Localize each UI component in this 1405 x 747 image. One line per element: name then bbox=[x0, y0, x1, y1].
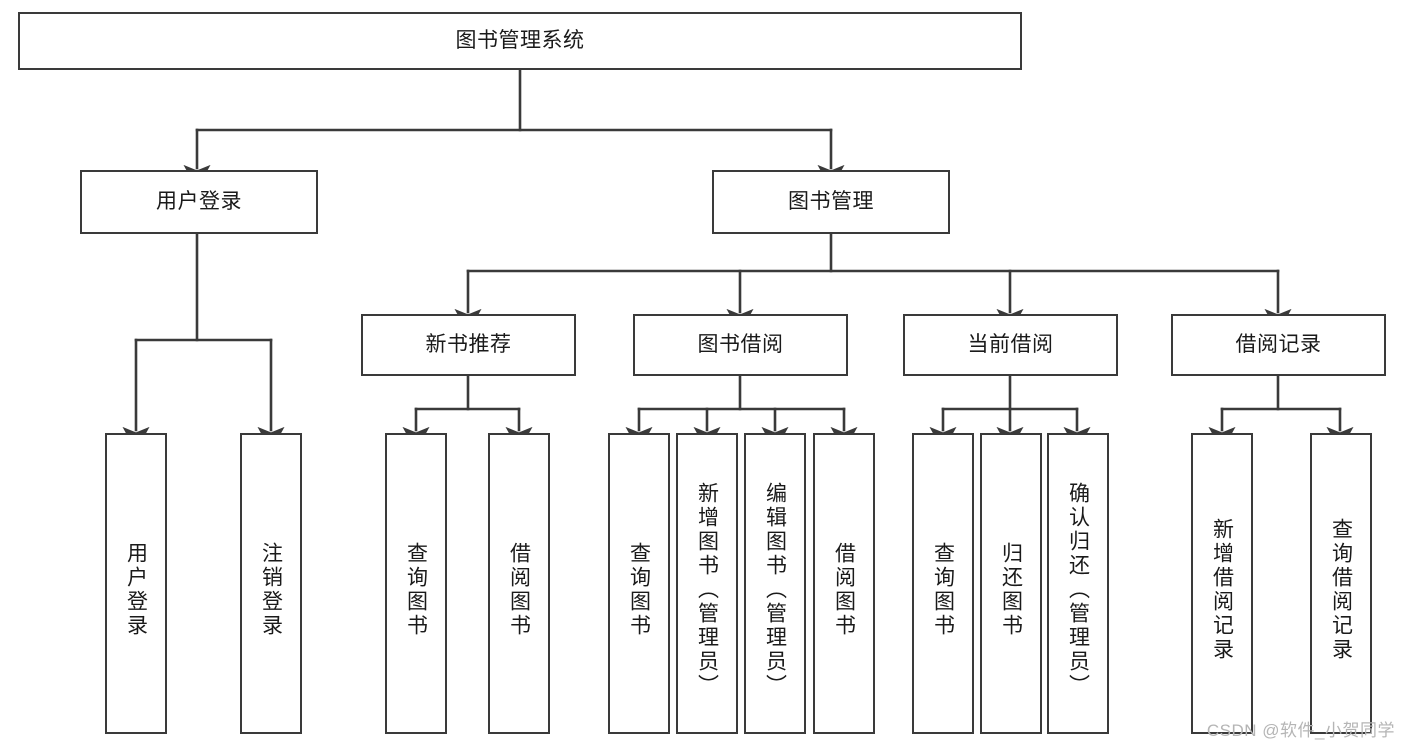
node-leaf-query-book-1[interactable]: 查询图书 bbox=[385, 433, 447, 734]
node-leaf-borrow-book-2-label: 借阅图书 bbox=[832, 542, 856, 638]
node-new-book-recommend-label: 新书推荐 bbox=[425, 332, 512, 356]
node-leaf-query-book-2[interactable]: 查询图书 bbox=[608, 433, 670, 734]
node-book-borrow-label: 图书借阅 bbox=[697, 332, 784, 356]
node-leaf-return-book[interactable]: 归还图书 bbox=[980, 433, 1042, 734]
node-new-book-recommend[interactable]: 新书推荐 bbox=[361, 314, 576, 376]
node-leaf-confirm-return[interactable]: 确认归还（管理员） bbox=[1047, 433, 1109, 734]
node-leaf-add-record-label: 新增借阅记录 bbox=[1210, 518, 1234, 662]
node-leaf-query-book-2-label: 查询图书 bbox=[627, 542, 651, 638]
node-leaf-confirm-return-label: 确认归还（管理员） bbox=[1066, 482, 1090, 698]
node-leaf-borrow-book-1[interactable]: 借阅图书 bbox=[488, 433, 550, 734]
node-leaf-query-book-3[interactable]: 查询图书 bbox=[912, 433, 974, 734]
node-leaf-query-record[interactable]: 查询借阅记录 bbox=[1310, 433, 1372, 734]
watermark-text: CSDN @软件_小贺同学 bbox=[1206, 721, 1395, 740]
node-leaf-user-login-label: 用户登录 bbox=[124, 542, 148, 638]
node-leaf-return-book-label: 归还图书 bbox=[999, 542, 1023, 638]
node-user-login[interactable]: 用户登录 bbox=[80, 170, 318, 234]
node-book-borrow[interactable]: 图书借阅 bbox=[633, 314, 848, 376]
node-book-manage[interactable]: 图书管理 bbox=[712, 170, 950, 234]
node-leaf-query-book-1-label: 查询图书 bbox=[404, 542, 428, 638]
node-leaf-borrow-book-1-label: 借阅图书 bbox=[507, 542, 531, 638]
node-leaf-edit-book-label: 编辑图书（管理员） bbox=[763, 482, 787, 698]
node-leaf-query-book-3-label: 查询图书 bbox=[931, 542, 955, 638]
node-leaf-edit-book[interactable]: 编辑图书（管理员） bbox=[744, 433, 806, 734]
node-leaf-logout[interactable]: 注销登录 bbox=[240, 433, 302, 734]
node-leaf-add-record[interactable]: 新增借阅记录 bbox=[1191, 433, 1253, 734]
node-leaf-query-record-label: 查询借阅记录 bbox=[1329, 518, 1353, 662]
node-user-login-label: 用户登录 bbox=[156, 189, 242, 213]
node-leaf-add-book-label: 新增图书（管理员） bbox=[695, 482, 719, 698]
node-leaf-add-book[interactable]: 新增图书（管理员） bbox=[676, 433, 738, 734]
node-leaf-user-login[interactable]: 用户登录 bbox=[105, 433, 167, 734]
node-leaf-borrow-book-2[interactable]: 借阅图书 bbox=[813, 433, 875, 734]
node-book-manage-label: 图书管理 bbox=[788, 189, 874, 213]
node-borrow-record[interactable]: 借阅记录 bbox=[1171, 314, 1386, 376]
node-current-borrow-label: 当前借阅 bbox=[967, 332, 1054, 356]
node-root[interactable]: 图书管理系统 bbox=[18, 12, 1022, 70]
node-current-borrow[interactable]: 当前借阅 bbox=[903, 314, 1118, 376]
node-leaf-logout-label: 注销登录 bbox=[259, 542, 283, 638]
node-root-label: 图书管理系统 bbox=[455, 28, 585, 52]
node-borrow-record-label: 借阅记录 bbox=[1235, 332, 1322, 356]
